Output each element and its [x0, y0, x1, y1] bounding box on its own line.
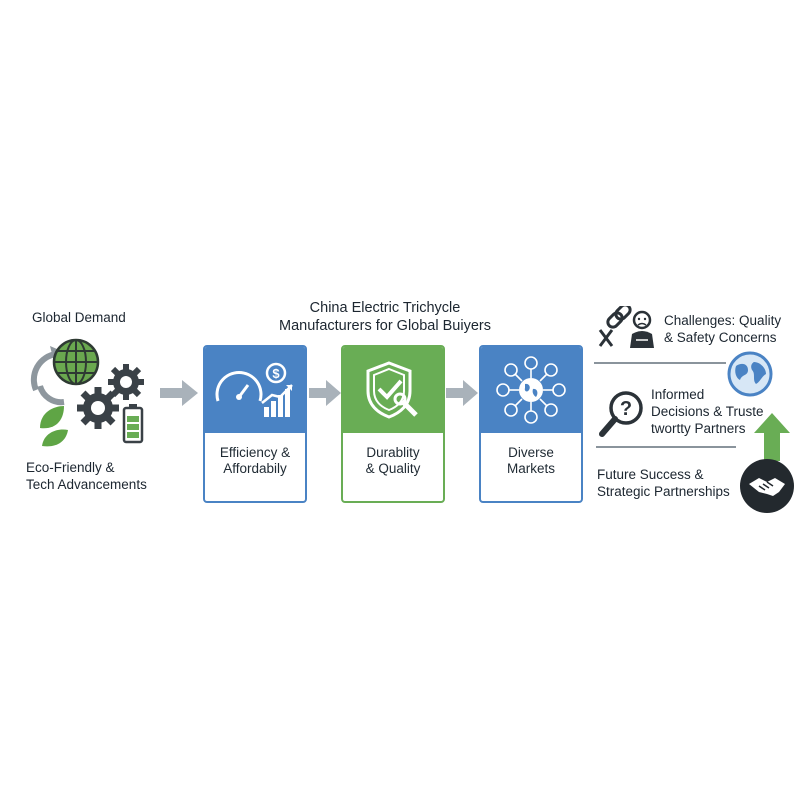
world-network-icon	[496, 356, 566, 424]
svg-text:?: ?	[620, 398, 632, 420]
diagram-title: China Electric Trichycle Manufacturers f…	[250, 299, 520, 335]
globe-icon	[52, 338, 100, 386]
informed-line-1: Informed	[651, 387, 705, 402]
card-efficiency: $ Efficiency & Affordabily	[203, 345, 307, 503]
eco-graphic	[34, 402, 154, 450]
challenges-line-2: & Safety Concerns	[664, 330, 777, 345]
card-durability-line-1: Durablity	[366, 445, 420, 460]
card-durability-line-2: & Quality	[365, 461, 421, 476]
card-markets-header	[481, 347, 581, 433]
card-efficiency-header: $	[205, 347, 305, 433]
informed-line-3: twortty Partners	[651, 421, 746, 436]
title-line-2: Manufacturers for Global Buiyers	[279, 318, 491, 334]
challenges-label: Challenges: Quality & Safety Concerns	[664, 312, 794, 346]
card-markets: Diverse Markets	[479, 345, 583, 503]
global-demand-label: Global Demand	[32, 310, 126, 325]
informed-label: Informed Decisions & Truste twortty Part…	[651, 386, 771, 437]
shield-wrench-icon	[366, 361, 418, 419]
card-durability: Durablity & Quality	[341, 345, 445, 503]
card-durability-label: Durablity & Quality	[343, 433, 443, 501]
informed-line-2: Decisions & Truste	[651, 404, 764, 419]
svg-text:$: $	[272, 366, 280, 381]
card-durability-header	[343, 347, 443, 433]
up-arrow-icon	[754, 413, 790, 461]
battery-icon	[122, 404, 144, 444]
speedometer-chart-icon: $	[215, 362, 293, 417]
global-demand-graphic	[22, 332, 152, 447]
card-efficiency-line-2: Affordabily	[223, 461, 287, 476]
search-question-icon: ?	[596, 388, 646, 440]
broken-chain-icon	[598, 306, 632, 347]
gear-icon	[108, 364, 144, 400]
leaf-icon	[40, 406, 68, 447]
cycle-arrow-icon	[30, 351, 57, 392]
flow-arrow	[446, 380, 484, 406]
future-line-2: Strategic Partnerships	[597, 484, 730, 499]
challenges-line-1: Challenges: Quality	[664, 313, 782, 328]
globe-blue-icon	[726, 350, 774, 398]
eco-tech-label-line-1: Eco-Friendly &	[26, 460, 115, 475]
challenges-icon	[596, 306, 658, 352]
card-markets-line-2: Markets	[506, 461, 555, 476]
card-efficiency-line-1: Efficiency &	[219, 445, 291, 460]
flow-arrow	[160, 380, 198, 406]
title-line-1: China Electric Trichycle	[309, 300, 461, 316]
card-markets-label: Diverse Markets	[481, 433, 581, 501]
gear-large-icon	[77, 387, 119, 429]
card-markets-line-1: Diverse	[508, 445, 554, 460]
eco-tech-label-line-2: Tech Advancements	[26, 477, 147, 492]
future-label: Future Success & Strategic Partnerships	[597, 466, 747, 500]
eco-tech-label: Eco-Friendly & Tech Advancements	[26, 459, 166, 493]
divider-line	[594, 362, 726, 364]
flow-arrow	[309, 380, 347, 406]
handshake-icon	[739, 458, 795, 514]
card-efficiency-label: Efficiency & Affordabily	[205, 433, 305, 501]
worried-person-icon	[630, 310, 654, 348]
divider-line	[596, 446, 736, 448]
future-line-1: Future Success &	[597, 467, 704, 482]
